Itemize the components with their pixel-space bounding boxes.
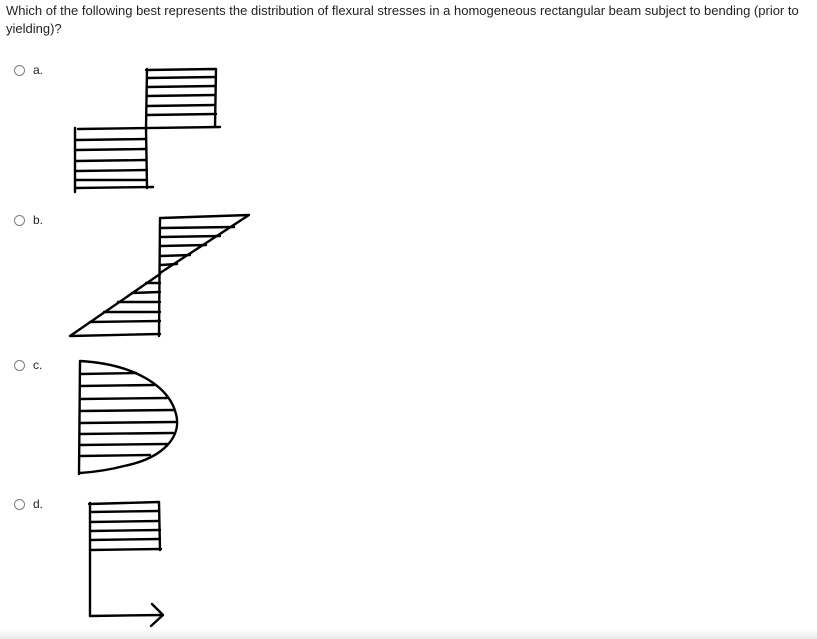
question-text: Which of the following best represents t… xyxy=(6,3,799,36)
option-d[interactable]: d. xyxy=(14,497,43,511)
option-c[interactable]: c. xyxy=(14,358,42,372)
radio-button-c[interactable] xyxy=(14,359,25,371)
option-b[interactable]: b. xyxy=(14,213,43,227)
stress-diagram-a[interactable] xyxy=(70,66,230,196)
stress-diagram-a-image xyxy=(73,67,222,194)
stress-diagram-d-image xyxy=(87,500,165,628)
option-d-label: d. xyxy=(33,497,44,511)
stress-diagram-c[interactable] xyxy=(74,356,194,481)
stress-diagram-c-image xyxy=(77,359,179,476)
option-b-label: b. xyxy=(33,213,44,227)
stress-diagram-b-image xyxy=(68,213,251,338)
option-a[interactable]: a. xyxy=(14,63,43,77)
radio-button-a[interactable] xyxy=(14,64,25,76)
stress-diagram-d[interactable] xyxy=(84,498,174,638)
bottom-edge-shadow xyxy=(0,629,817,639)
option-a-label: a. xyxy=(33,63,44,77)
radio-button-d[interactable] xyxy=(14,498,25,510)
radio-button-b[interactable] xyxy=(14,214,25,226)
stress-diagram-b[interactable] xyxy=(66,212,256,342)
option-c-label: c. xyxy=(33,358,43,372)
